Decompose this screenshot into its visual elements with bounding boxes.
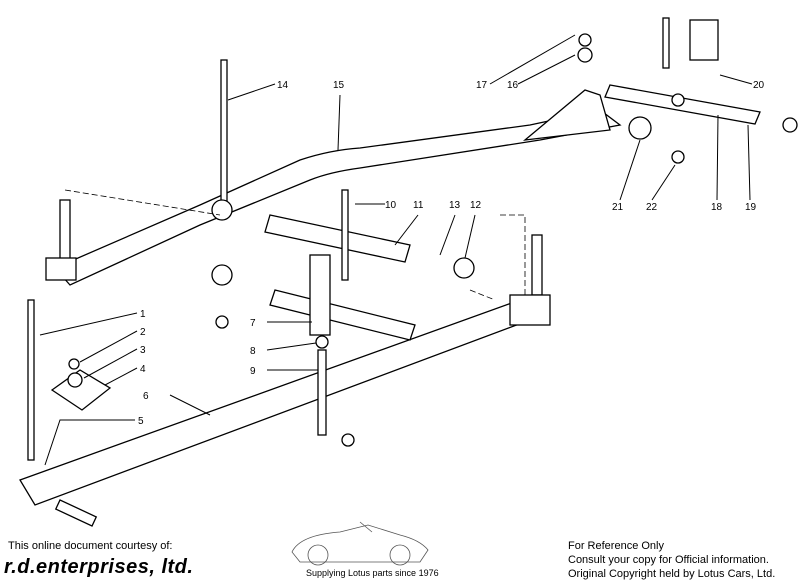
part-label-21: 21 — [612, 202, 624, 213]
rod-end-lower — [211, 264, 233, 286]
part-label-9: 9 — [250, 366, 256, 377]
part-number-labels: 1 2 3 4 5 6 7 8 9 10 11 12 13 14 15 16 1… — [138, 80, 765, 427]
lower-link-tube — [19, 299, 531, 506]
vertical-sleeve — [309, 254, 331, 336]
bracket-20 — [689, 19, 719, 61]
bolt-10 — [341, 189, 349, 281]
bracket-right — [509, 294, 551, 326]
lower-cross-arm — [269, 289, 416, 341]
alignment-line — [64, 189, 221, 216]
part-label-12: 12 — [470, 200, 482, 211]
part-label-14: 14 — [277, 80, 289, 91]
company-name: r.d.enterprises, ltd. — [4, 556, 194, 578]
upper-strut — [522, 89, 611, 141]
shock-rod-1 — [27, 299, 35, 461]
nut-19 — [782, 117, 798, 133]
consult-notice: Consult your copy for Official informati… — [568, 554, 769, 566]
bolt-lower — [54, 499, 98, 527]
bolt-14 — [220, 59, 228, 211]
part-label-18: 18 — [711, 202, 723, 213]
bolt-20 — [662, 17, 670, 69]
rod-end-21 — [628, 116, 652, 140]
part-label-6: 6 — [143, 391, 149, 402]
rod-end-12 — [453, 257, 475, 279]
reference-notice: For Reference Only — [568, 540, 664, 552]
nut-17 — [578, 33, 592, 47]
nut-loose — [215, 315, 229, 329]
part-label-22: 22 — [646, 202, 658, 213]
part-label-10: 10 — [385, 200, 397, 211]
part-label-7: 7 — [250, 318, 256, 329]
washer-2 — [68, 358, 80, 370]
part-label-15: 15 — [333, 80, 345, 91]
nut-22 — [671, 150, 685, 164]
part-label-8: 8 — [250, 346, 256, 357]
leader-lines — [39, 34, 753, 466]
part-label-17: 17 — [476, 80, 488, 91]
pin-right — [531, 234, 543, 296]
pin-9 — [317, 349, 327, 436]
part-label-3: 3 — [140, 345, 146, 356]
bracket-left — [45, 257, 77, 281]
pin-left — [59, 199, 71, 261]
washer-22a — [671, 93, 685, 107]
bush-3 — [67, 372, 83, 388]
cross-tube — [264, 214, 411, 263]
part-label-11: 11 — [413, 200, 424, 211]
nut-lower — [341, 433, 355, 447]
part-label-16: 16 — [507, 80, 519, 91]
washer-8 — [315, 335, 329, 349]
alignment-line — [469, 214, 526, 301]
part-label-13: 13 — [449, 200, 461, 211]
rod-end-upper — [211, 199, 233, 221]
copyright-notice: Original Copyright held by Lotus Cars, L… — [568, 568, 776, 580]
tagline: Supplying Lotus parts since 1976 — [306, 568, 439, 578]
lotus-car-logo — [291, 521, 429, 566]
part-label-20: 20 — [753, 80, 765, 91]
part-label-2: 2 — [140, 327, 146, 338]
washer-16 — [577, 47, 593, 63]
part-label-5: 5 — [138, 416, 144, 427]
part-label-19: 19 — [745, 202, 757, 213]
part-label-1: 1 — [140, 309, 146, 320]
courtesy-text: This online document courtesy of: — [8, 540, 173, 552]
part-label-4: 4 — [140, 364, 146, 375]
